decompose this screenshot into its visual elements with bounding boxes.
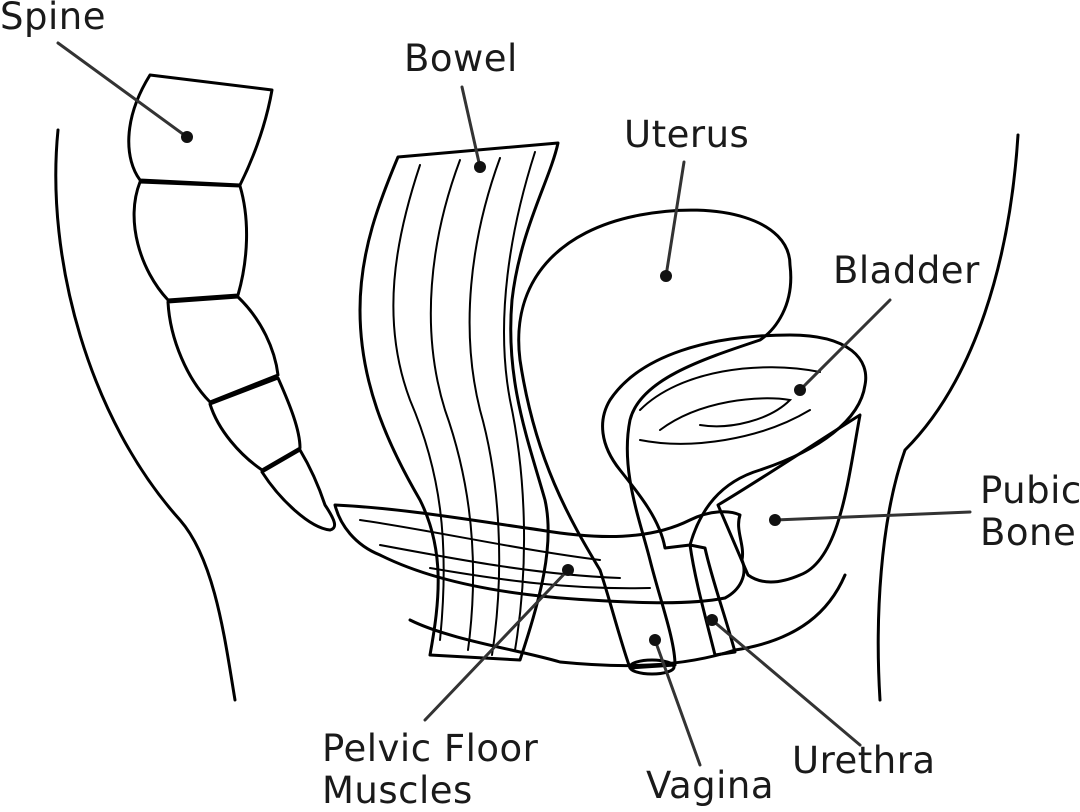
label-spine: Spine — [0, 0, 106, 38]
spine-leader — [56, 41, 189, 139]
label-vagina: Vagina — [646, 765, 774, 807]
urethra-dot — [706, 614, 718, 626]
bladder — [601, 333, 868, 657]
pelvic-floor-leader — [423, 568, 570, 722]
leader-lines — [56, 41, 972, 767]
bladder-dot — [794, 384, 806, 396]
vagina-dot — [649, 634, 661, 646]
uterus — [517, 208, 793, 676]
label-bowel-text: Bowel — [404, 37, 518, 80]
label-pelvic-floor-muscles: Pelvic Floor Muscles — [322, 728, 538, 812]
label-bladder: Bladder — [833, 250, 980, 292]
label-spine-text: Spine — [0, 0, 106, 38]
label-pelvic-floor-line1: Pelvic Floor — [322, 727, 539, 770]
label-urethra-text: Urethra — [792, 739, 936, 782]
vagina-leader — [653, 638, 702, 767]
bowel-leader — [460, 85, 482, 169]
label-vagina-text: Vagina — [646, 764, 775, 807]
label-pelvic-floor-line2: Muscles — [322, 769, 473, 812]
pubic-bone-leader — [773, 510, 972, 522]
pubic-bone — [716, 413, 862, 584]
label-pubic-bone: Pubic Bone — [980, 470, 1080, 554]
uterus-leader — [664, 160, 686, 278]
bowel-dot — [474, 161, 486, 173]
uterus-dot — [660, 270, 672, 282]
body-outline — [54, 128, 1020, 702]
pelvic-floor-dot — [562, 564, 574, 576]
urethra-leader — [710, 618, 862, 747]
label-bladder-text: Bladder — [833, 249, 980, 292]
label-urethra: Urethra — [792, 740, 936, 782]
label-pubic-bone-line1: Pubic — [980, 469, 1080, 512]
pelvic-floor-muscles — [333, 503, 746, 605]
pubic-bone-dot — [769, 514, 781, 526]
label-pubic-bone-line2: Bone — [980, 511, 1077, 554]
label-uterus: Uterus — [624, 114, 749, 156]
spine-dot — [181, 131, 193, 143]
label-bowel: Bowel — [404, 38, 518, 80]
bladder-leader — [798, 298, 892, 392]
label-uterus-text: Uterus — [624, 113, 750, 156]
spine — [127, 73, 337, 532]
bowel — [358, 141, 560, 662]
